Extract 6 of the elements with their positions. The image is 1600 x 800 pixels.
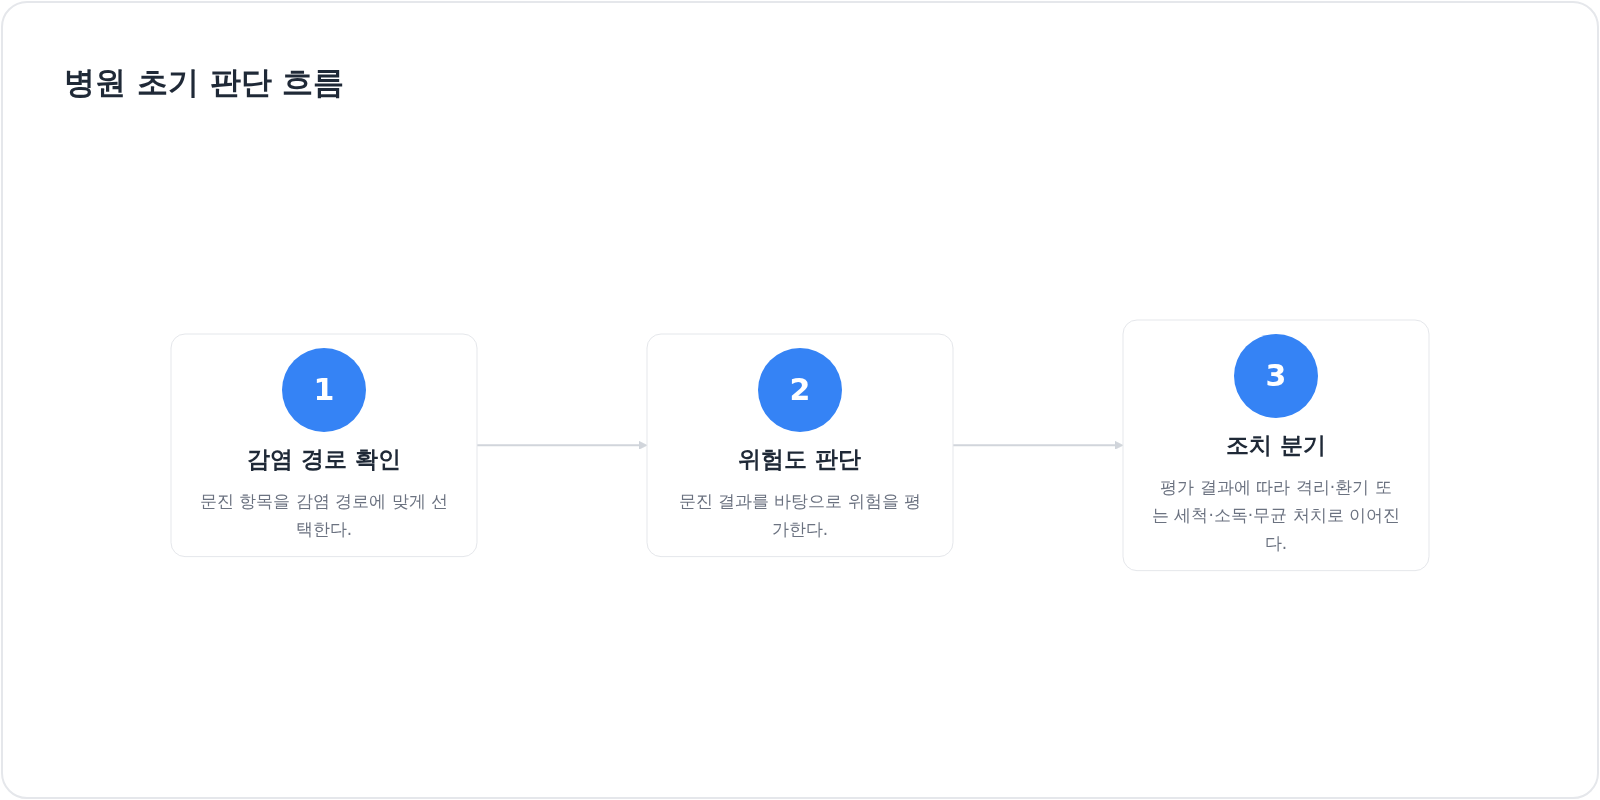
arrow — [952, 440, 1124, 450]
node-box: 2 위험도 판단 문진 결과를 바탕으로 위험을 평가한다. — [646, 333, 954, 557]
node-box: 3 조치 분기 평가 결과에 따라 격리·환기 또는 세척·소독·무균 처치로 이어진다. — [1122, 319, 1430, 571]
node-box: 1 감염 경로 확인 문진 항목을 감염 경로에 맞게 선택한다. — [170, 333, 478, 557]
arrow — [476, 440, 648, 450]
diagram-title: 병원 초기 판단 흐름 — [64, 63, 345, 102]
